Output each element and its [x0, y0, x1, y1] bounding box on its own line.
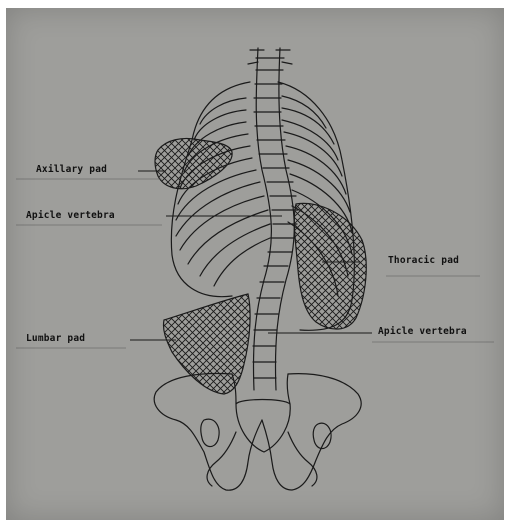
- pelvis-right: [262, 374, 361, 490]
- thoracic-pad-shape: [294, 203, 366, 329]
- spine-left-edge: [253, 48, 271, 390]
- sacrum: [236, 400, 290, 453]
- lumbar-pad-label: Lumbar pad: [26, 333, 85, 344]
- axillary-pad-label: Axillary pad: [36, 164, 107, 175]
- apical-vertebra-upper-label: Apicle vertebra: [26, 210, 115, 221]
- apical-vertebra-lower-label: Apicle vertebra: [378, 326, 467, 337]
- thoracic-pad-label: Thoracic pad: [388, 255, 459, 266]
